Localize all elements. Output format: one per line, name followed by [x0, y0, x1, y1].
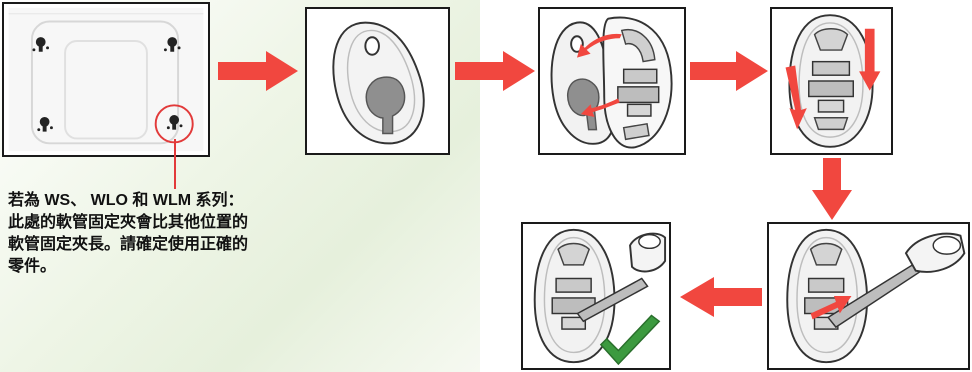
- panel-keyhole-plate: [305, 7, 450, 155]
- panel-insert-clip: [538, 7, 686, 155]
- note-line-1: 若為 WS、 WLO 和 WLM 系列：: [8, 192, 244, 209]
- arrow-right-icon: [218, 51, 298, 91]
- note-line-4: 零件。: [8, 258, 57, 275]
- keyhole-plate-illustration: [332, 21, 425, 145]
- keyhole-bottom-right: [166, 115, 183, 130]
- completed-illustration: [533, 228, 667, 366]
- attach-hose-clip-illustration: [786, 228, 966, 364]
- keyhole-top-left: [32, 37, 50, 52]
- appliance-back-illustration: [8, 7, 204, 152]
- keyhole-top-right: [163, 37, 181, 52]
- panel-completed: [521, 222, 671, 370]
- callout-line: [174, 139, 176, 189]
- insert-clip-illustration: [550, 16, 673, 149]
- arrow-left-icon: [680, 277, 762, 317]
- checkmark-icon: [599, 314, 661, 366]
- arrow-down-icon: [812, 158, 852, 220]
- panel-appliance-back: [2, 2, 210, 157]
- note-text: 若為 WS、 WLO 和 WLM 系列： 此處的軟管固定夾會比其他位置的 軟管固…: [8, 190, 388, 278]
- arrow-right-icon: [690, 51, 768, 91]
- note-line-2: 此處的軟管固定夾會比其他位置的: [8, 214, 249, 231]
- panel-push-down: [770, 7, 893, 155]
- note-line-3: 軟管固定夾長。請確定使用正確的: [8, 236, 249, 253]
- panel-attach-hose-clip: [767, 222, 970, 370]
- arrow-right-icon: [455, 51, 535, 91]
- push-down-illustration: [785, 14, 881, 148]
- keyhole-bottom-left: [37, 117, 53, 132]
